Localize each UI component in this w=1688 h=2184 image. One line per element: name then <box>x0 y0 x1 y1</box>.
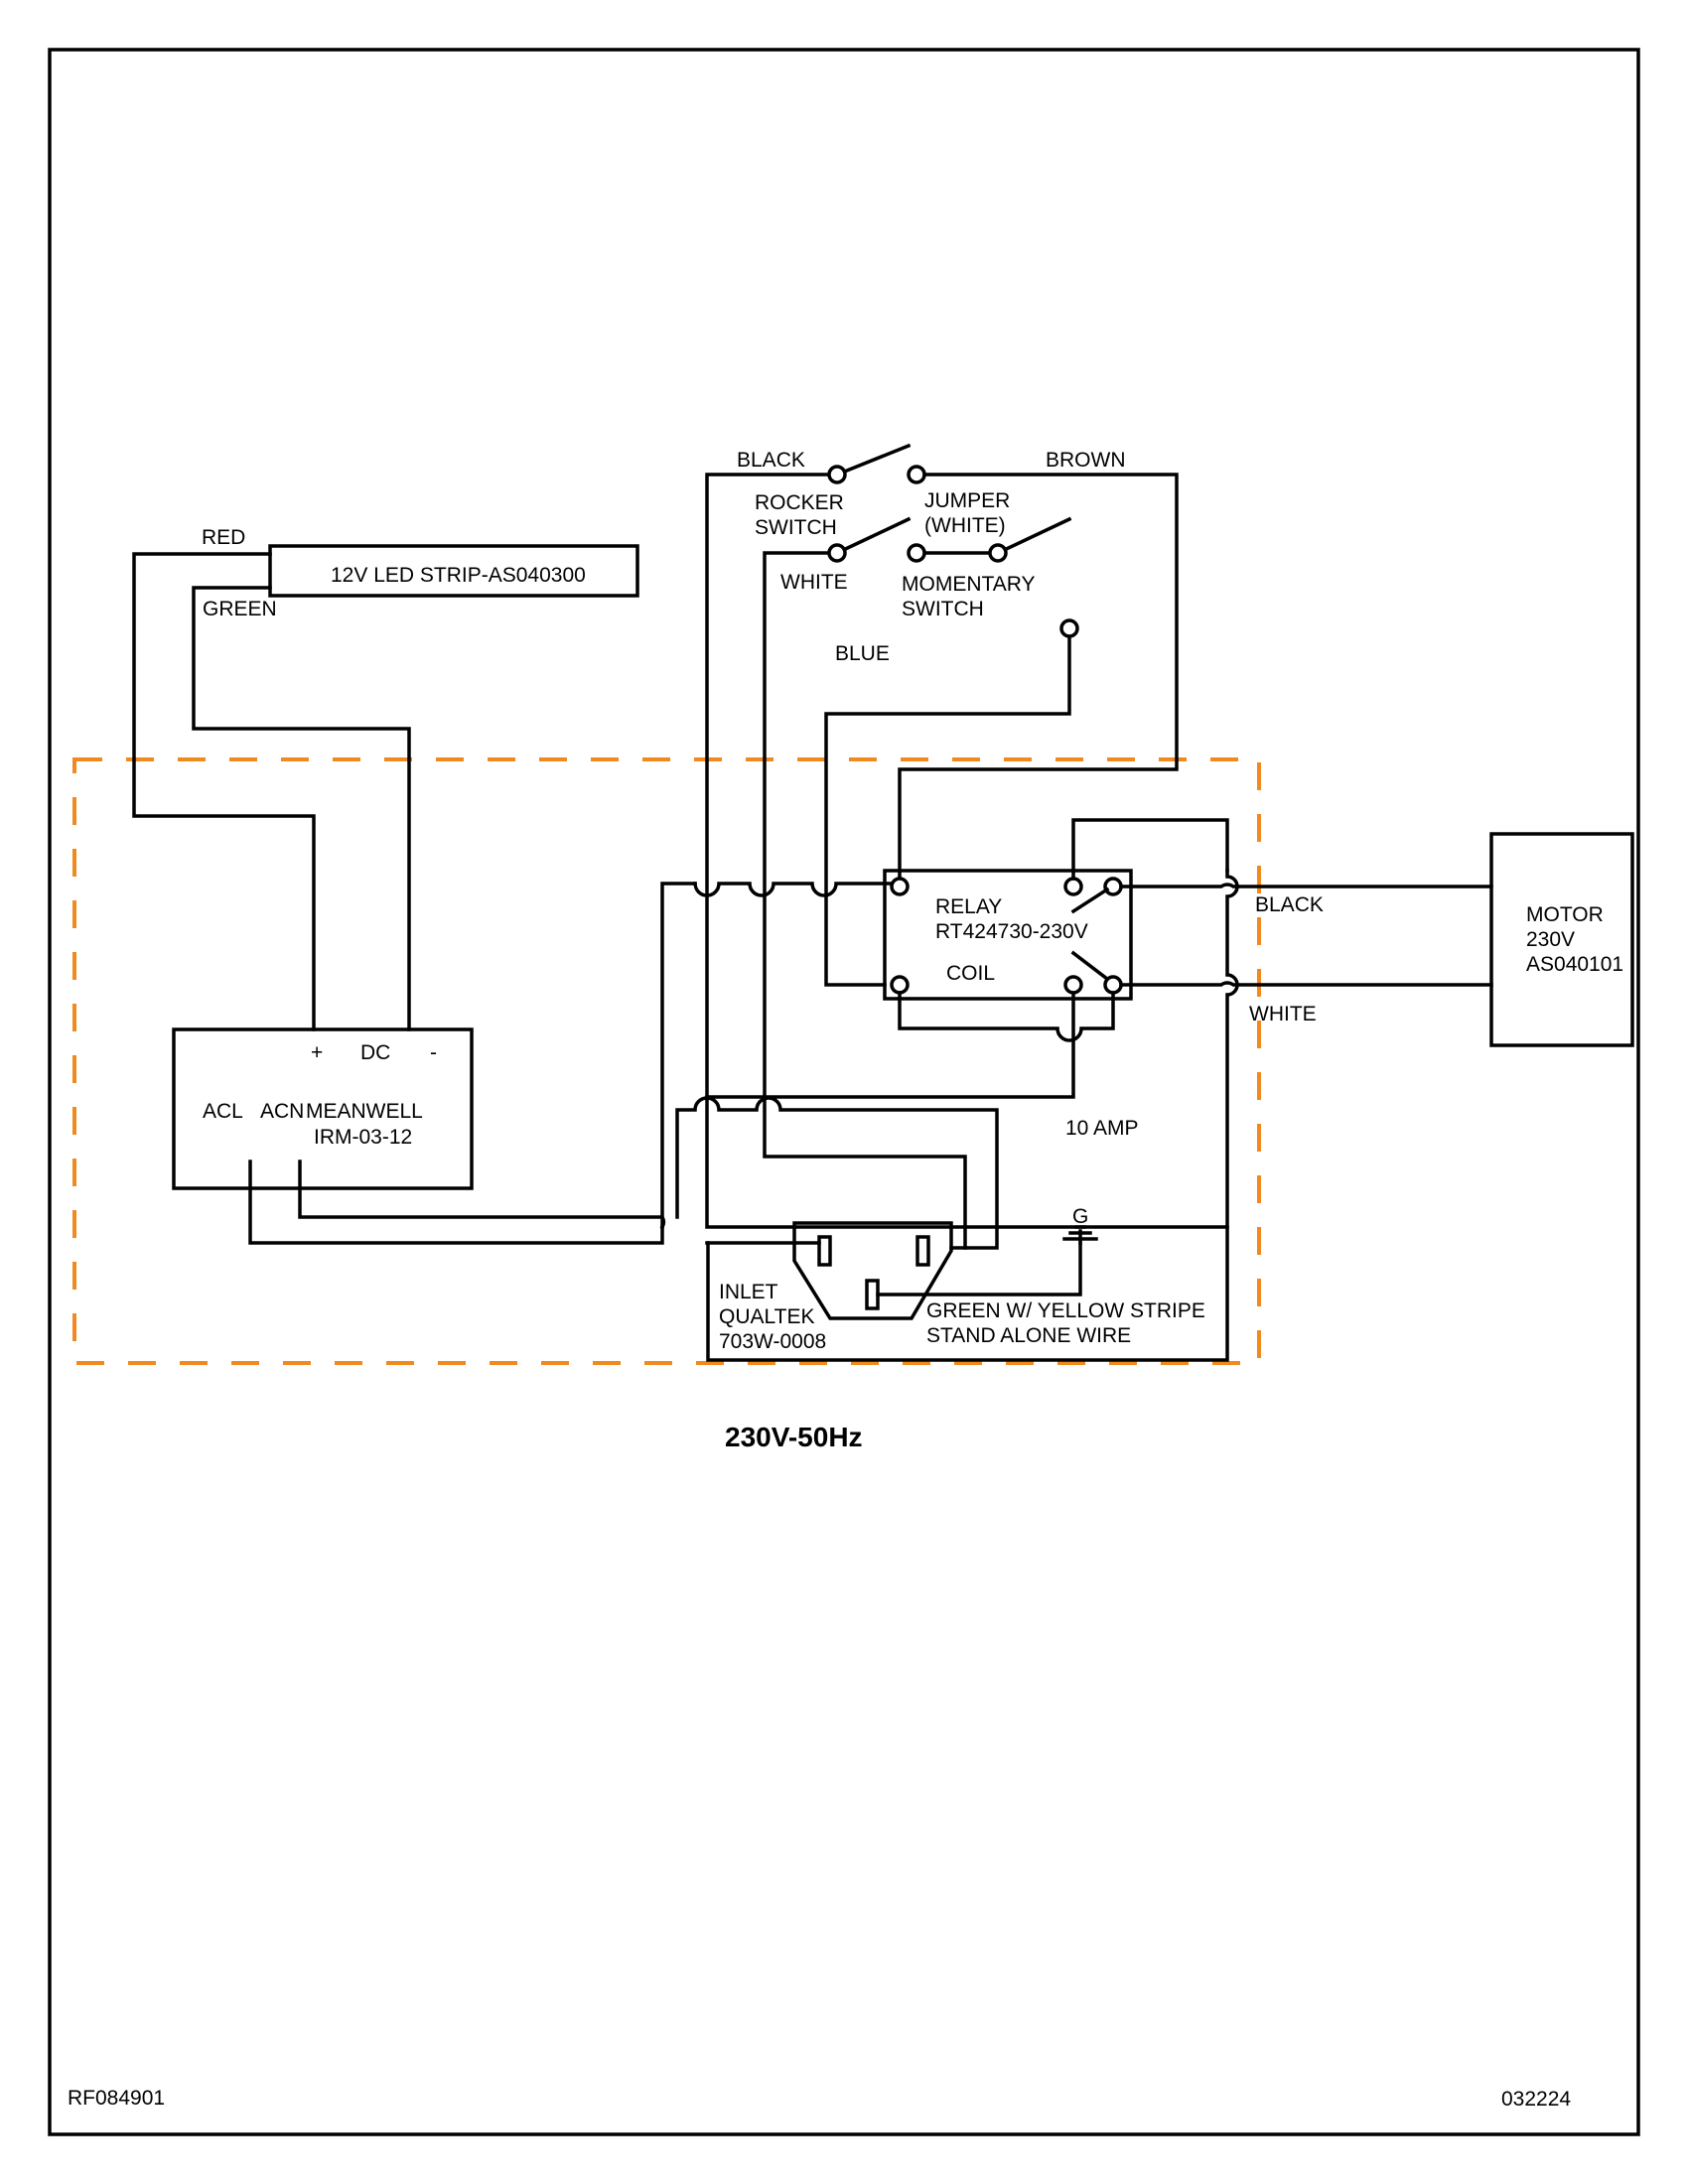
wire-relay-bottom <box>898 991 1115 1042</box>
wire-motor-black <box>1119 883 1493 888</box>
blue-terminal <box>1059 618 1079 638</box>
rocker-switch-blade <box>834 443 912 478</box>
inlet-label-1: INLET <box>719 1281 778 1303</box>
psu-acl-label: ACL <box>203 1100 243 1123</box>
wire-label-black-top: BLACK <box>737 449 805 472</box>
wire-bus-up <box>660 882 697 1229</box>
psu-minus-label: - <box>430 1041 437 1064</box>
psu-name-line2: IRM-03-12 <box>314 1126 412 1149</box>
wire-relay-top-loop <box>1071 818 1229 881</box>
wire-black-rocker <box>705 473 1229 1229</box>
ground-label: G <box>1072 1205 1088 1228</box>
momentary-terminal-c <box>988 543 1008 563</box>
wire-label-blue: BLUE <box>835 642 890 665</box>
momentary-right-blade <box>995 516 1072 556</box>
ground-wire-label: GREEN W/ YELLOW STRIPE <box>926 1299 1205 1322</box>
momentary-switch-label-2: SWITCH <box>902 598 984 620</box>
psu-dc-label: DC <box>360 1041 390 1064</box>
led-strip-box <box>268 544 639 598</box>
wire-psu-acl <box>248 1160 664 1245</box>
relay-terminal-coil <box>890 975 910 995</box>
motor-label-3: AS040101 <box>1526 953 1623 976</box>
ground-symbol <box>1062 1225 1098 1245</box>
page-border <box>48 48 1640 2136</box>
wire-label-red: RED <box>202 526 245 549</box>
wire-label-white-switch: WHITE <box>780 571 848 594</box>
momentary-switch-label-1: MOMENTARY <box>902 573 1036 596</box>
momentary-terminal-a <box>827 543 847 563</box>
inlet-label-2: QUALTEK <box>719 1305 814 1328</box>
wire-label-black-motor: BLACK <box>1255 893 1324 916</box>
psu-plus-label: + <box>311 1041 323 1064</box>
psu-acn-label: ACN <box>260 1100 304 1123</box>
relay-contact-2 <box>1070 950 1110 982</box>
wire-white-switch <box>763 551 967 1250</box>
wire-blue <box>824 634 1071 987</box>
enclosure-outline <box>72 757 1261 1365</box>
motor-label-1: MOTOR <box>1526 903 1604 926</box>
relay-terminal-com2 <box>1063 975 1083 995</box>
wire-green <box>192 586 411 1031</box>
momentary-terminal-b <box>907 543 926 563</box>
rocker-switch-label-2: SWITCH <box>755 516 837 539</box>
wire-red <box>132 552 316 1031</box>
relay-box <box>883 869 1133 1001</box>
diagram-title: 230V-50Hz <box>725 1422 863 1452</box>
relay-terminal-no1 <box>1103 877 1123 896</box>
momentary-left-blade <box>834 516 912 556</box>
wire-motor-white <box>1119 981 1493 987</box>
relay-terminal-brown <box>890 877 910 896</box>
wire-label-green: GREEN <box>203 598 277 620</box>
motor-box <box>1489 832 1634 1047</box>
wire-label-white-motor: WHITE <box>1249 1003 1317 1025</box>
ground-wire-note: STAND ALONE WIRE <box>926 1324 1131 1347</box>
jumper-label-2: (WHITE) <box>924 514 1006 537</box>
rocker-terminal-a <box>827 465 847 484</box>
relay-label-2: RT424730-230V <box>935 920 1088 943</box>
wire-inlet-feed <box>675 1096 999 1250</box>
fuse-label: 10 AMP <box>1065 1117 1139 1140</box>
inlet-label-3: 703W-0008 <box>719 1330 826 1353</box>
jumper-label-1: JUMPER <box>924 489 1010 512</box>
wire-psu-acn <box>298 1160 666 1230</box>
rocker-switch-label-1: ROCKER <box>755 491 844 514</box>
wire-right-bus <box>706 869 1239 1362</box>
wire-ground <box>876 1241 1082 1297</box>
date-code: 032224 <box>1501 2088 1571 2111</box>
wire-relay-feed <box>693 882 902 897</box>
relay-coil-label: COIL <box>946 962 995 985</box>
wire-brown <box>898 473 1179 887</box>
psu-box <box>172 1027 474 1190</box>
relay-terminal-com1 <box>1063 877 1083 896</box>
led-strip-label: 12V LED STRIP-AS040300 <box>331 564 586 587</box>
relay-label-1: RELAY <box>935 895 1002 918</box>
motor-label-2: 230V <box>1526 928 1575 951</box>
wire-label-brown: BROWN <box>1046 449 1126 472</box>
wire-fuse <box>705 991 1075 1099</box>
inlet-pin-left <box>817 1235 832 1267</box>
doc-number: RF084901 <box>68 2087 165 2110</box>
inlet-pin-right <box>915 1235 930 1267</box>
psu-name-line1: MEANWELL <box>306 1100 423 1123</box>
inlet-body <box>792 1221 953 1320</box>
relay-contact-1 <box>1070 887 1110 914</box>
rocker-terminal-b <box>907 465 926 484</box>
